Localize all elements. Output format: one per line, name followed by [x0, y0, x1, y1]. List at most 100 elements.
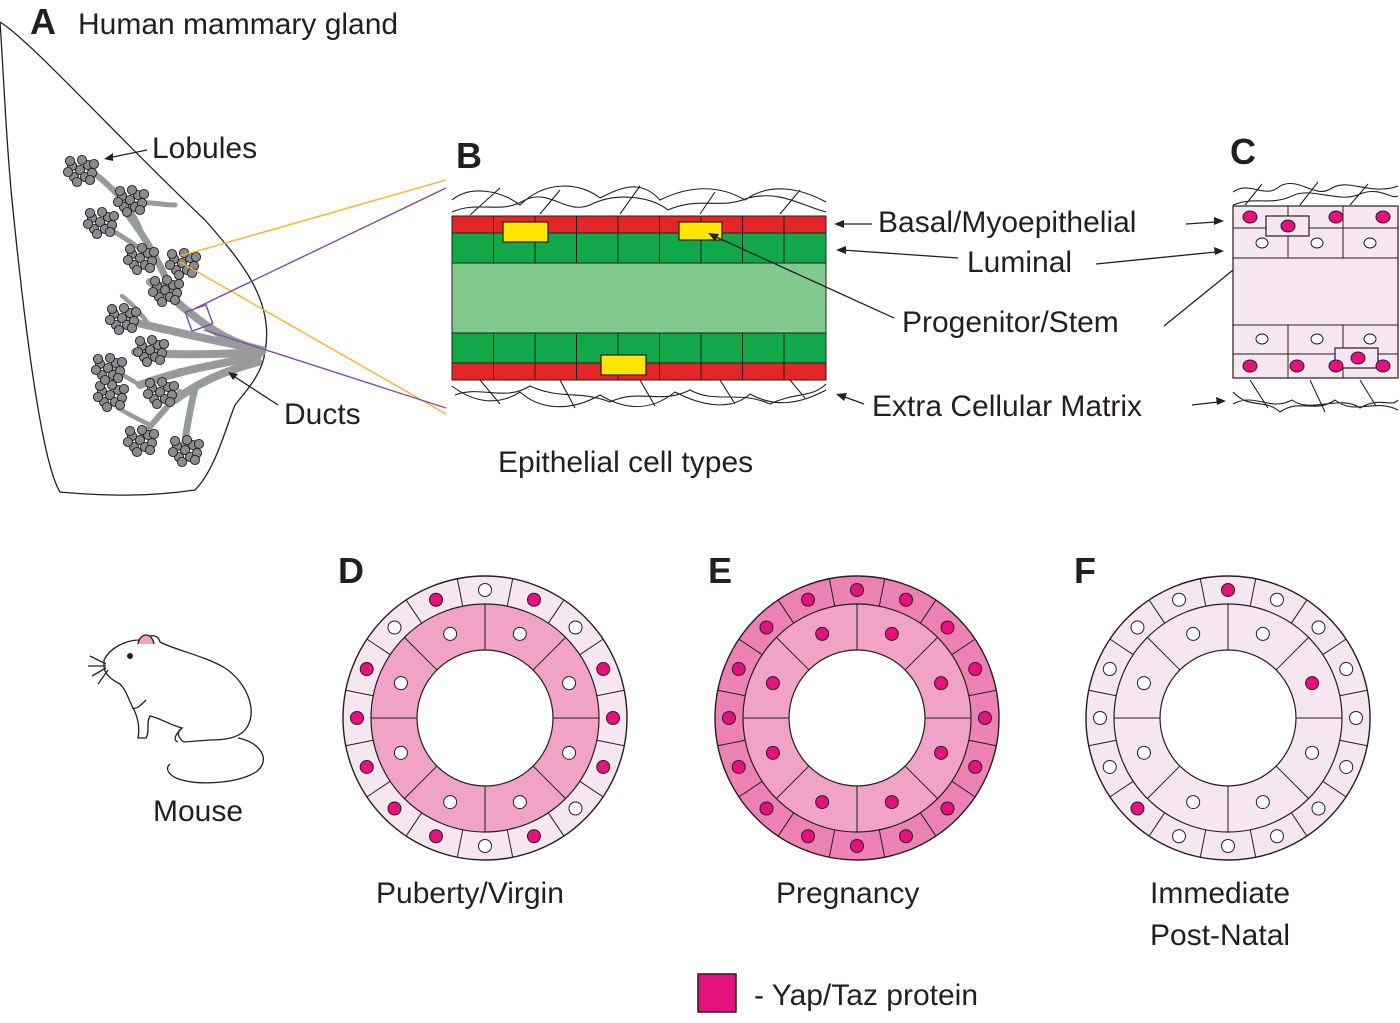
lobule-acinus [146, 334, 158, 346]
lobule-acinus [104, 389, 116, 401]
yap-taz-nucleus [759, 620, 774, 635]
empty-nucleus [393, 745, 408, 760]
lobule-acinus [104, 226, 116, 238]
lobule-acinus [118, 302, 130, 314]
cell-boundary [1322, 780, 1347, 798]
cell-boundary [828, 829, 836, 858]
yap-taz-nucleus [596, 662, 611, 677]
yap-taz-nucleus [1350, 351, 1366, 365]
empty-nucleus [1255, 333, 1269, 345]
empty-nucleus [562, 676, 577, 691]
zoom-line-orange-bottom [179, 261, 447, 415]
panel-letter-f: F [1074, 550, 1096, 591]
lobule-acinus [122, 436, 134, 448]
lobule-acinus [92, 391, 104, 403]
lobule-acinus [190, 251, 202, 263]
cell-type-labels: Basal/Myoepithelial Luminal Progenitor/S… [708, 206, 1285, 423]
lobule-acinus [154, 354, 166, 366]
lobule-acinus [131, 264, 143, 276]
lobule-acinus [106, 303, 118, 315]
lobule-acinus [126, 184, 138, 196]
mouse-eye [127, 653, 133, 659]
luminal-arrow-left [841, 249, 959, 259]
lobule-acinus [144, 262, 156, 274]
cell-boundary [919, 812, 937, 837]
mouse-tail [166, 737, 264, 784]
cell-boundary [345, 739, 374, 747]
empty-nucleus [1305, 745, 1320, 760]
yap-taz-nucleus [934, 676, 949, 691]
panel-d-puberty: D Puberty/Virgin [338, 550, 628, 910]
mouse-whiskers [88, 655, 109, 685]
arrowhead [1214, 217, 1224, 225]
empty-nucleus [1339, 662, 1354, 677]
cell-boundary [1147, 637, 1181, 671]
empty-nucleus [512, 626, 527, 641]
cell-boundary [951, 780, 976, 798]
lobule-acinus [122, 254, 134, 266]
basal-arrow-right [1185, 221, 1217, 225]
yap-taz-nucleus [1305, 676, 1320, 691]
duct-branch [171, 358, 262, 404]
cell-boundary [776, 765, 810, 799]
cell-boundary [405, 812, 423, 837]
lobule-acinus [164, 396, 176, 408]
post-natal-label: Post-Natal [1150, 919, 1290, 952]
lobule-acinus [84, 174, 96, 186]
duct-branch [115, 405, 153, 428]
empty-nucleus [1130, 620, 1145, 635]
breast-outline [0, 21, 268, 496]
lobule-acinus [144, 444, 156, 456]
lobule-acinus [154, 386, 166, 398]
yap-taz-nucleus [429, 829, 444, 844]
cell-boundary [1339, 689, 1368, 697]
legend: - Yap/Taz protein [697, 973, 978, 1013]
panel-b-epithelial-duct: B Epithelial cell types [451, 135, 827, 479]
epithelial-cell-types-label: Epithelial cell types [498, 446, 753, 479]
yap-taz-nucleus [968, 662, 983, 677]
ducts-arrowhead [228, 372, 238, 380]
cell-boundary [717, 689, 746, 697]
yap-taz-nucleus [940, 801, 955, 816]
empty-nucleus [1269, 592, 1284, 607]
zoom-line-purple-bottom [203, 329, 447, 409]
arrowhead [834, 220, 844, 228]
cell-boundary [776, 637, 810, 671]
lobule-acinus [136, 242, 148, 254]
empty-nucleus [562, 745, 577, 760]
empty-nucleus [1102, 759, 1117, 774]
yap-taz-nucleus [526, 829, 541, 844]
empty-nucleus [1186, 795, 1201, 810]
empty-nucleus [1093, 711, 1107, 725]
lobule-acinus [92, 353, 104, 365]
lobule-acinus [114, 185, 126, 197]
cell-boundary [1148, 599, 1166, 624]
empty-nucleus [512, 795, 527, 810]
empty-nucleus [1269, 829, 1284, 844]
lobule-acinus [166, 248, 178, 260]
lobule-acinus [193, 438, 205, 450]
lumen [416, 649, 554, 787]
cell-boundary [1109, 638, 1134, 656]
yap-taz-nucleus [1375, 359, 1391, 373]
lobule-acinus [134, 204, 146, 216]
lobule-acinus [82, 218, 94, 230]
yap-taz-nucleus [1242, 359, 1258, 373]
lobule-acinus [71, 176, 83, 188]
lobule-acinus [156, 296, 168, 308]
cell-boundary [532, 765, 566, 799]
ecm-fibers-bottom [451, 379, 827, 409]
progenitor-cell [502, 221, 549, 243]
yap-taz-nucleus [978, 711, 992, 725]
lobule-acinus [116, 356, 128, 368]
panel-letter-b: B [456, 135, 482, 176]
lobule-acinus [136, 424, 148, 436]
lobule-acinus [158, 338, 170, 350]
yap-taz-nucleus [596, 759, 611, 774]
lobule-acinus [121, 206, 133, 218]
empty-nucleus [568, 620, 583, 635]
lobule-acinus [62, 166, 74, 178]
cell-boundary [1109, 780, 1134, 798]
lobule-acinus [167, 446, 179, 458]
empty-nucleus [1363, 333, 1377, 345]
